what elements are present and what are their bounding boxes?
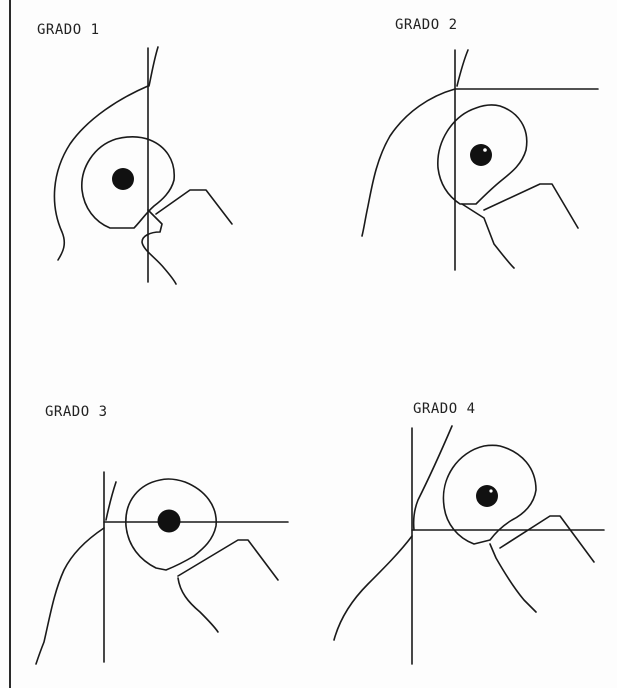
grado-4-upper-outline	[500, 516, 594, 562]
grado-1-pupil	[112, 168, 134, 190]
grado-2-pupil	[470, 144, 492, 166]
grado-3-diagram	[36, 472, 288, 664]
grado-3-pupil	[158, 510, 181, 533]
grado-4-profile-curve	[334, 536, 412, 640]
grado-2-lower-outline	[462, 204, 514, 268]
grado-2-top-fork	[457, 50, 468, 86]
grado-1-lower-outline	[142, 210, 176, 284]
grado-2-upper-outline	[484, 184, 578, 228]
grado-4-diagram	[334, 426, 604, 664]
grado-2-eye-glint	[483, 148, 487, 152]
grado-4-eye-glint	[489, 489, 492, 492]
grado-1-top-fork	[149, 47, 158, 86]
grado-3-lower-outline	[178, 540, 278, 580]
grado-3-top-fork	[106, 482, 116, 520]
grado-1-profile-curve	[54, 86, 148, 260]
grado-1-upper-outline	[156, 190, 232, 224]
grado-4-lower-outline	[490, 544, 536, 612]
grado-2-diagram	[362, 50, 598, 270]
grado-3-profile-curve	[36, 528, 104, 664]
grado-1-diagram	[54, 47, 232, 284]
grado-4-pupil	[476, 485, 498, 507]
grado-3-upper-outline	[178, 578, 218, 632]
grado-2-profile-curve	[362, 89, 455, 236]
